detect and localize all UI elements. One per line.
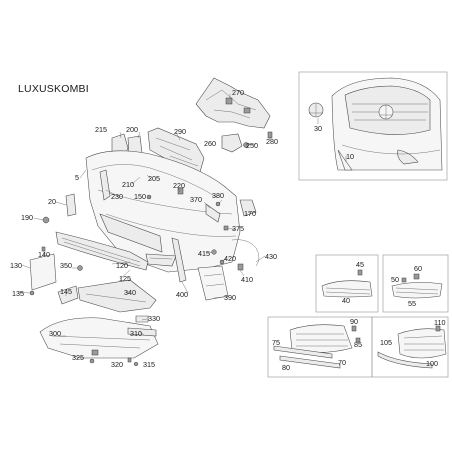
label-150: 150	[134, 192, 146, 201]
inset-box-grille-right	[382, 254, 449, 313]
label-420: 420	[224, 254, 236, 263]
part-270-bracket	[195, 77, 271, 129]
label-100: 100	[426, 359, 438, 368]
part-340-rail	[77, 279, 157, 313]
label-340: 340	[124, 288, 136, 297]
label-85: 85	[354, 340, 362, 349]
label-230: 230	[111, 192, 123, 201]
part-120-grille	[55, 231, 149, 271]
label-170: 170	[244, 209, 256, 218]
label-215: 215	[95, 125, 107, 134]
label-280: 280	[266, 137, 278, 146]
part-260-clip	[221, 133, 243, 153]
part-325-320-315-fasteners	[89, 357, 139, 367]
part-400-trim	[171, 237, 187, 283]
part-140-clip	[41, 246, 46, 252]
label-270: 270	[232, 88, 244, 97]
part-60-clip	[413, 273, 420, 280]
part-50-clip	[401, 277, 407, 283]
part-75-trim-strip	[273, 345, 333, 359]
part-45-clip	[357, 269, 363, 276]
part-5-bumper-cover	[85, 150, 241, 273]
label-410: 410	[241, 275, 253, 284]
label-390: 390	[224, 293, 236, 302]
inset-box-grille-left	[315, 254, 379, 313]
brand-title: LUXUSKOMBI	[18, 83, 89, 95]
label-145: 145	[60, 287, 72, 296]
label-190: 190	[21, 213, 33, 222]
label-5: 5	[75, 173, 79, 182]
label-220: 220	[173, 181, 185, 190]
part-390-fog-bezel	[197, 265, 229, 301]
label-75: 75	[272, 338, 280, 347]
part-80-trim-strip	[279, 355, 341, 369]
label-310: 310	[130, 329, 142, 338]
part-350-nut	[77, 265, 83, 271]
label-370: 370	[190, 195, 202, 204]
part-190-clip	[42, 216, 50, 224]
part-40-grille-left	[321, 280, 373, 298]
part-135-screw	[29, 290, 35, 296]
label-300: 300	[49, 329, 61, 338]
inset-box-front-view	[298, 71, 448, 181]
inset-box-trim-right	[371, 316, 449, 378]
part-20-reflector	[65, 193, 77, 217]
part-110-clip	[435, 325, 441, 332]
label-105: 105	[380, 338, 392, 347]
label-40: 40	[342, 296, 350, 305]
part-100-grille-insert	[397, 328, 447, 359]
part-220-clip	[177, 187, 184, 195]
label-400: 400	[176, 290, 188, 299]
label-30: 30	[314, 124, 322, 133]
label-210: 210	[122, 180, 134, 189]
part-70-grille-insert	[289, 324, 353, 353]
label-315: 315	[143, 360, 155, 369]
label-120: 120	[116, 261, 128, 270]
label-55: 55	[408, 299, 416, 308]
label-130: 130	[10, 261, 22, 270]
label-415: 415	[198, 249, 210, 258]
label-20: 20	[48, 197, 56, 206]
part-55-grille-right	[391, 282, 443, 299]
label-110: 110	[434, 318, 445, 327]
label-125: 125	[119, 274, 131, 283]
part-330-clip	[135, 315, 149, 323]
part-170-bracket	[239, 199, 257, 217]
label-330: 330	[148, 314, 160, 323]
van-front-view	[308, 77, 443, 171]
part-90-85-clips	[351, 325, 361, 343]
part-230-bracket	[99, 169, 111, 201]
label-200: 200	[126, 125, 138, 134]
part-375-bolt	[223, 225, 229, 231]
label-90: 90	[350, 317, 358, 326]
label-205: 205	[148, 174, 160, 183]
part-130-plate-holder	[29, 253, 57, 291]
label-135: 135	[12, 289, 24, 298]
part-370-bracket	[205, 203, 221, 223]
label-70: 70	[338, 358, 346, 367]
label-260: 260	[204, 139, 216, 148]
label-380: 380	[212, 191, 224, 200]
label-430: 430	[265, 252, 277, 261]
part-105-trim-strip	[377, 351, 433, 369]
label-375: 375	[232, 224, 244, 233]
part-430-harness	[231, 239, 260, 267]
label-325: 325	[72, 353, 84, 362]
label-290: 290	[174, 127, 186, 136]
part-410-sensor	[237, 263, 244, 271]
label-140: 140	[38, 250, 50, 259]
part-310-strip	[127, 327, 157, 337]
label-250: 250	[246, 141, 258, 150]
label-350: 350	[60, 261, 72, 270]
label-50: 50	[391, 275, 399, 284]
label-60: 60	[414, 264, 422, 273]
part-145-bracket	[57, 285, 79, 305]
label-320: 320	[111, 360, 123, 369]
label-45: 45	[356, 260, 364, 269]
label-10: 10	[346, 152, 354, 161]
label-80: 80	[282, 363, 290, 372]
part-415-420-clips	[211, 249, 225, 265]
